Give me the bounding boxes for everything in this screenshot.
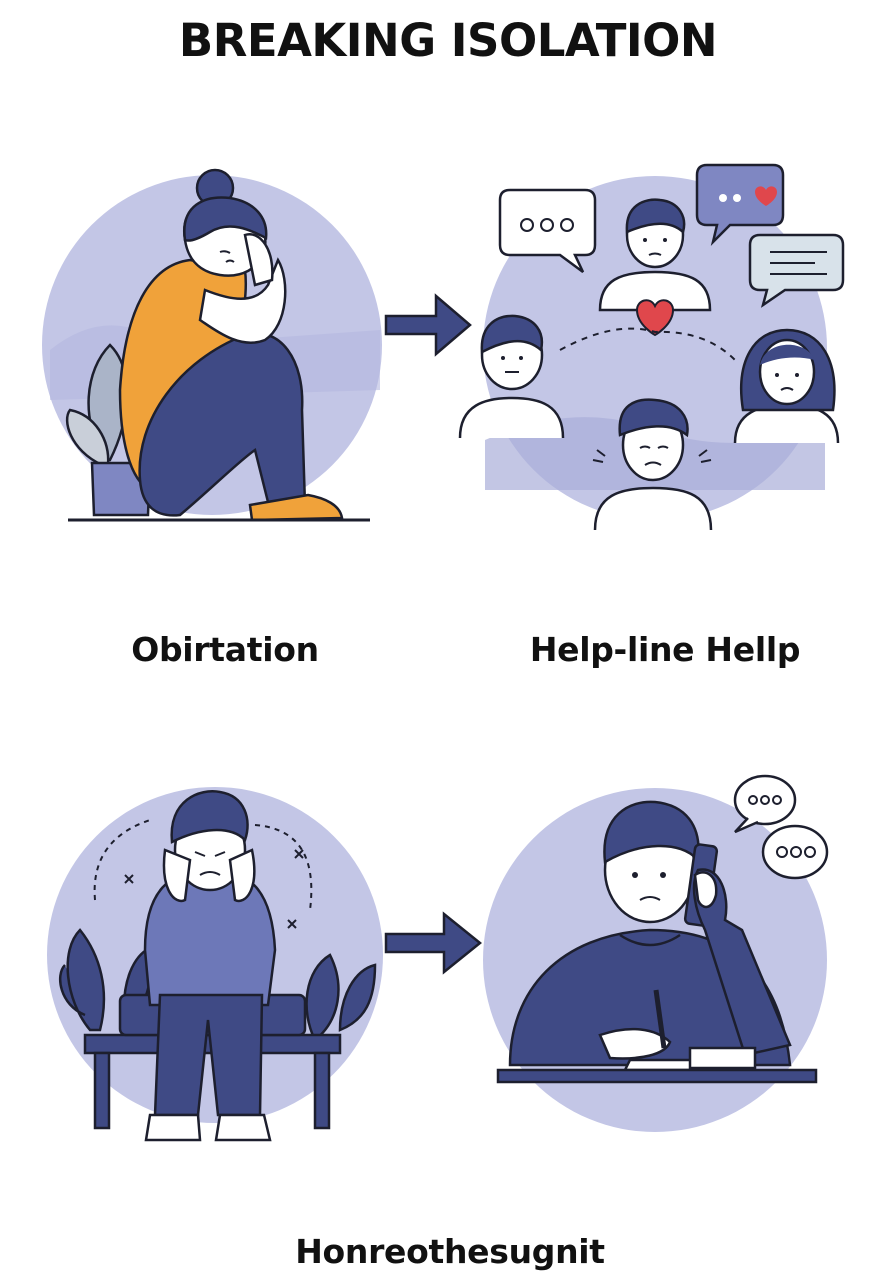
- shoe-left: [144, 1113, 202, 1142]
- speech-bubble-icon: [761, 824, 829, 880]
- pen-icon: [653, 989, 667, 1049]
- notebook: [688, 1046, 757, 1070]
- hand-writing: [598, 1027, 672, 1060]
- person-right: [733, 328, 840, 444]
- page-title: BREAKING ISOLATION: [178, 14, 718, 67]
- panel-calling-helpline: [480, 770, 840, 1160]
- hand-right: [228, 848, 256, 903]
- heart-icon: [635, 299, 675, 337]
- panel-label-helpline: Help-line Hellp: [529, 630, 801, 669]
- navy-pants: [138, 332, 307, 517]
- arm: [198, 257, 287, 344]
- arrow-right-icon: [384, 908, 484, 982]
- shoe-right: [214, 1113, 272, 1142]
- desk: [496, 1068, 818, 1084]
- panel-distressed-person: [40, 780, 390, 1160]
- panel-helpline-community: [455, 160, 855, 540]
- paper: [622, 1058, 698, 1072]
- person-left: [458, 314, 565, 439]
- speech-bubble-icon: [733, 774, 797, 834]
- heart-speech-bubble-icon: [695, 163, 785, 246]
- plant-icon: [65, 343, 152, 517]
- isolated-person-illustration: [42, 168, 382, 522]
- hand-left: [162, 848, 192, 903]
- calling-helpline-illustration: [483, 774, 829, 1132]
- arrow-right-icon: [384, 290, 474, 364]
- panel-label-isolation: Obirtation: [131, 630, 319, 669]
- hand-phone: [693, 871, 718, 909]
- panel-isolated-person: [40, 160, 385, 540]
- shoe: [248, 493, 344, 522]
- panel-label-reaching-out: Honreothesugnit: [295, 1232, 605, 1271]
- helpline-community-illustration: [458, 163, 845, 531]
- distressed-person-illustration: [47, 787, 383, 1142]
- message-bubble-icon: [748, 233, 845, 308]
- arm-right: [692, 868, 792, 1057]
- person-top: [598, 198, 712, 312]
- speech-bubble-icon: [498, 188, 597, 274]
- person-bottom: [592, 398, 713, 531]
- hand: [243, 233, 274, 287]
